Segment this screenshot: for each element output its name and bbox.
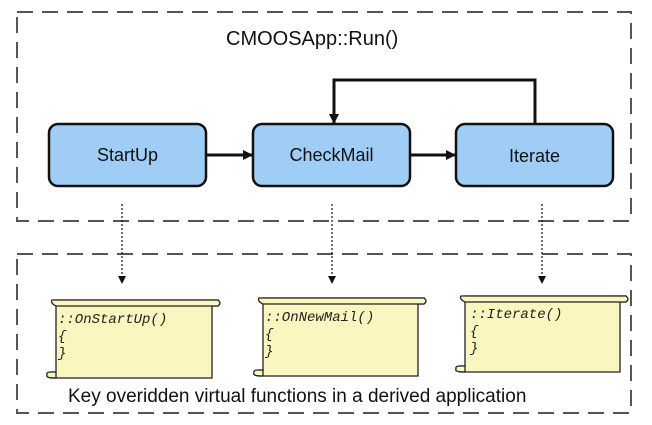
code-close-brace: }	[470, 341, 479, 357]
code-close-brace: }	[58, 346, 67, 362]
code-open-brace: {	[58, 329, 67, 345]
diagram-title: CMOOSApp::Run()	[226, 28, 399, 50]
loop-back-arrow	[329, 78, 537, 124]
scroll-onnewmail	[253, 297, 427, 377]
scroll-iterate	[455, 295, 629, 373]
code-open-brace: {	[265, 327, 274, 343]
scroll-onstartup-code: ::OnStartUp() { }	[58, 312, 167, 363]
diagram-caption: Key overidden virtual functions in a der…	[68, 386, 527, 407]
code-signature: ::OnStartUp()	[58, 312, 168, 328]
startup-label: StartUp	[96, 145, 159, 165]
scroll-onstartup	[46, 299, 221, 379]
scroll-onnewmail-code: ::OnNewMail() { }	[265, 310, 374, 361]
code-signature: ::Iterate()	[470, 307, 563, 323]
code-signature: ::OnNewMail()	[265, 310, 375, 326]
derived-app-container	[16, 253, 632, 414]
code-open-brace: {	[470, 324, 479, 340]
run-loop-container	[16, 11, 632, 222]
scroll-iterate-code: ::Iterate() { }	[470, 307, 562, 358]
code-close-brace: }	[265, 344, 274, 360]
iterate-label: Iterate	[508, 146, 561, 166]
checkmail-label: CheckMail	[289, 145, 374, 165]
